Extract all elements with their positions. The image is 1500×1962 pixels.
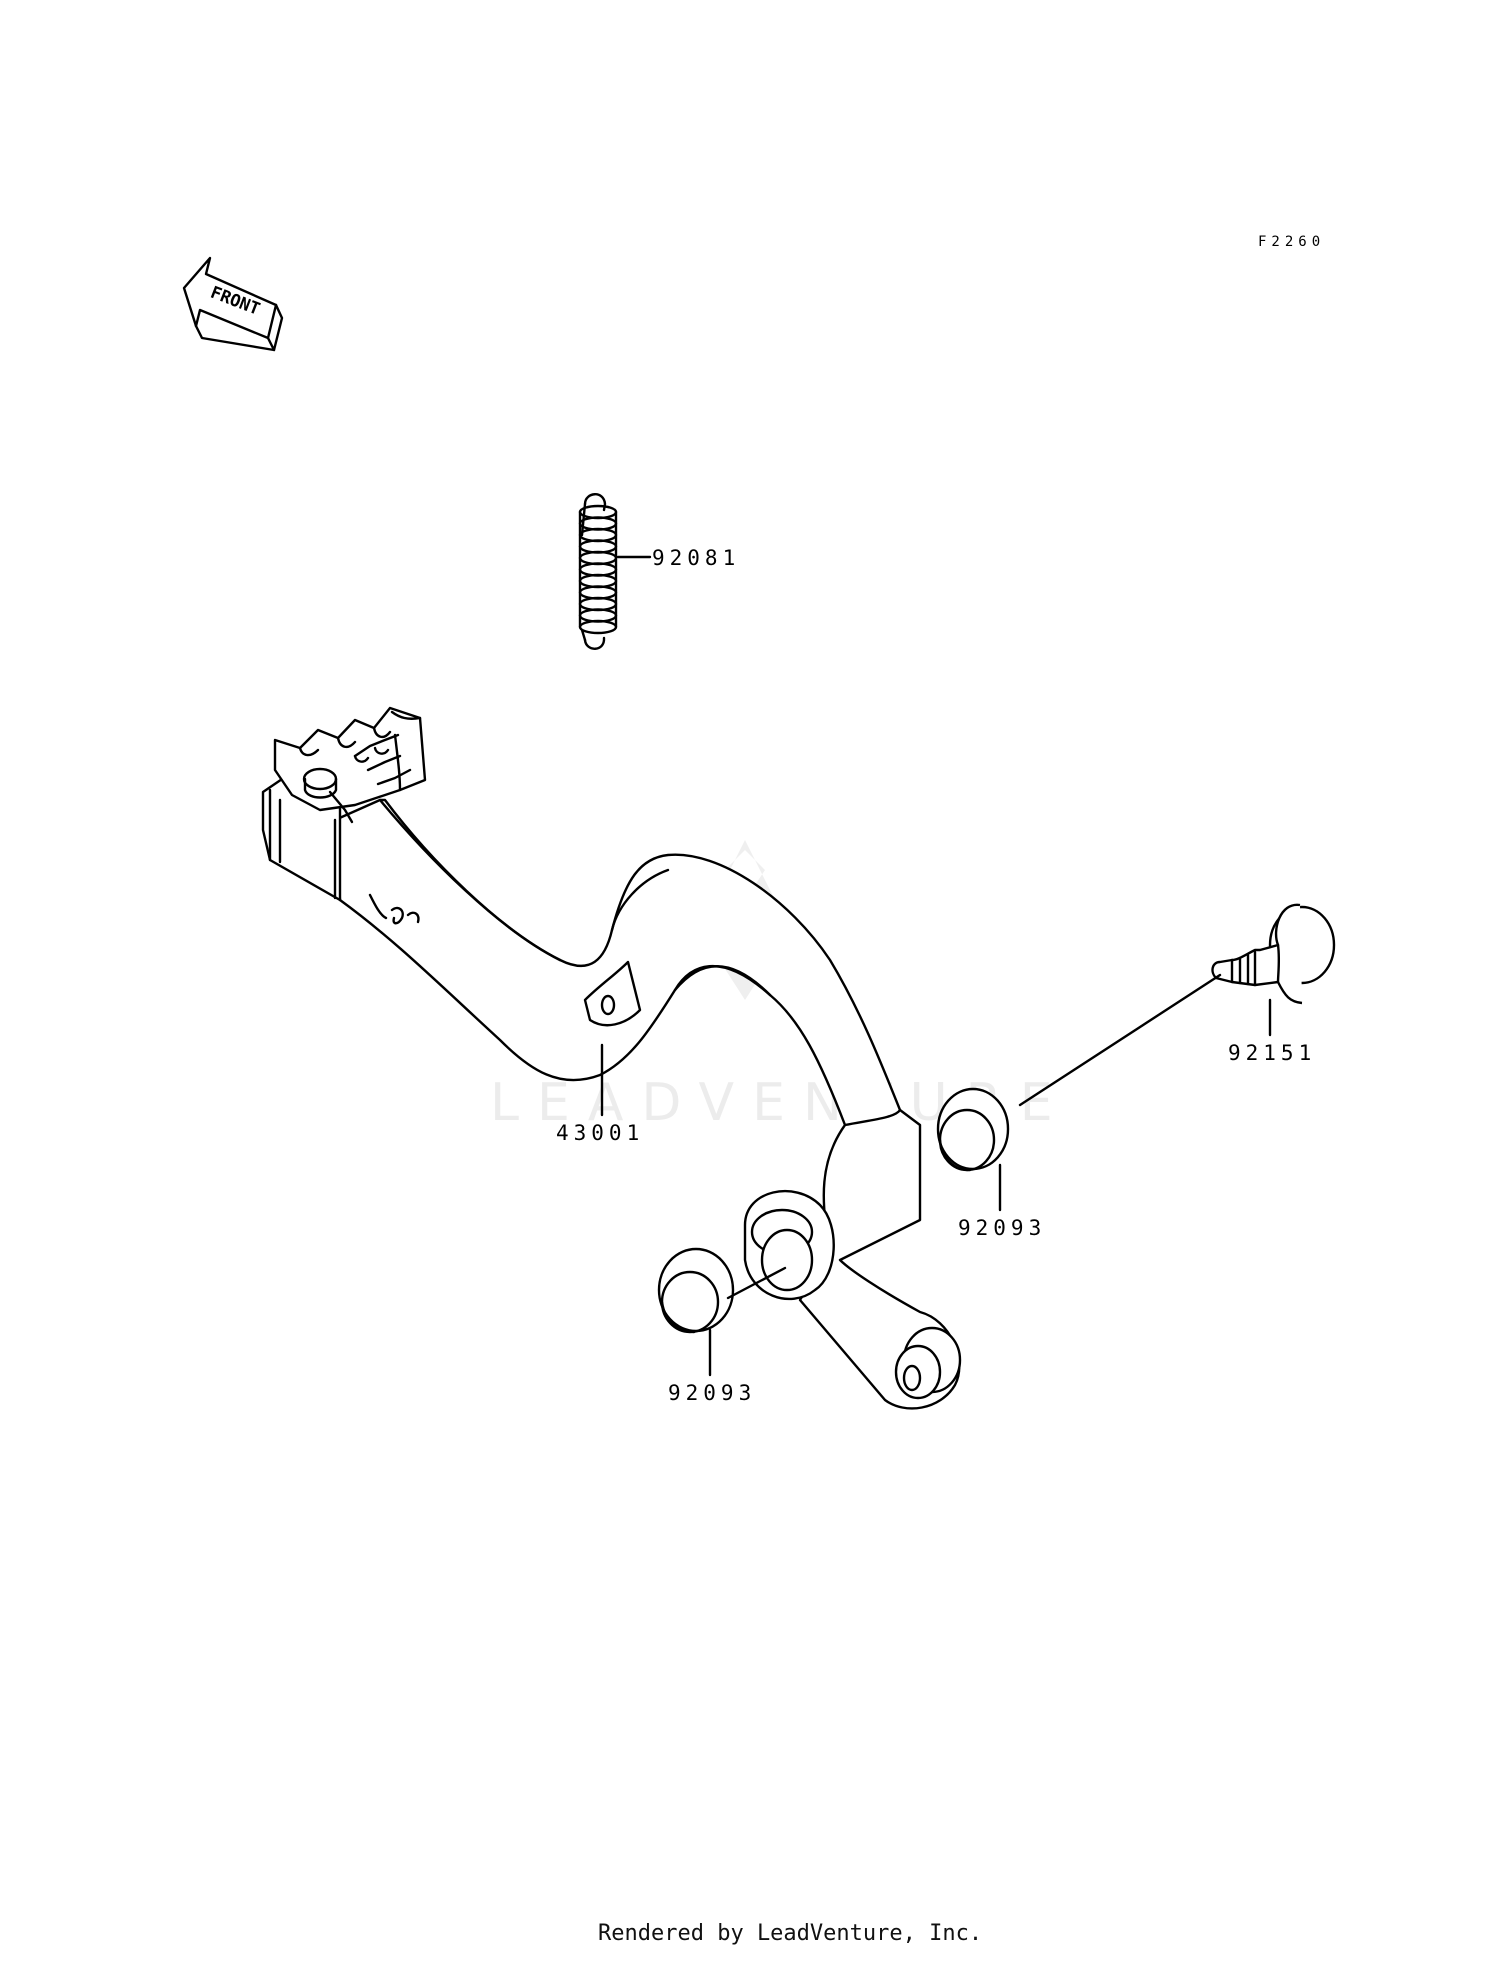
front-arrow-icon: FRONT bbox=[182, 256, 284, 352]
spring-coil bbox=[578, 550, 618, 566]
spring-coil bbox=[578, 596, 618, 612]
part-label-92081: 92081 bbox=[652, 546, 740, 570]
spring-coil bbox=[578, 619, 618, 635]
spring-92081: 92081 bbox=[578, 493, 740, 650]
spring-coil bbox=[578, 516, 618, 531]
spring-coil bbox=[578, 539, 618, 554]
spring-coil bbox=[578, 562, 618, 577]
spring-coil bbox=[578, 573, 618, 589]
part-label-92093-left: 92093 bbox=[668, 1381, 756, 1405]
diagram-code: F2260 bbox=[1258, 234, 1325, 250]
washer-92093-left: 92093 bbox=[657, 1247, 787, 1405]
pivot-bolt-92151: 92151 bbox=[1018, 903, 1336, 1107]
spring-body bbox=[578, 510, 618, 629]
washer-92093-right: 92093 bbox=[936, 1087, 1046, 1240]
part-label-92151: 92151 bbox=[1228, 1041, 1316, 1065]
spring-coil bbox=[578, 585, 618, 600]
part-label-43001: 43001 bbox=[556, 1121, 644, 1145]
part-label-92093-right: 92093 bbox=[958, 1216, 1046, 1240]
spring-coil bbox=[578, 608, 618, 623]
footer-credit: Rendered by LeadVenture, Inc. bbox=[598, 1921, 982, 1946]
spring-coil bbox=[578, 527, 618, 543]
brake-pedal-43001: 43001 bbox=[261, 706, 962, 1410]
